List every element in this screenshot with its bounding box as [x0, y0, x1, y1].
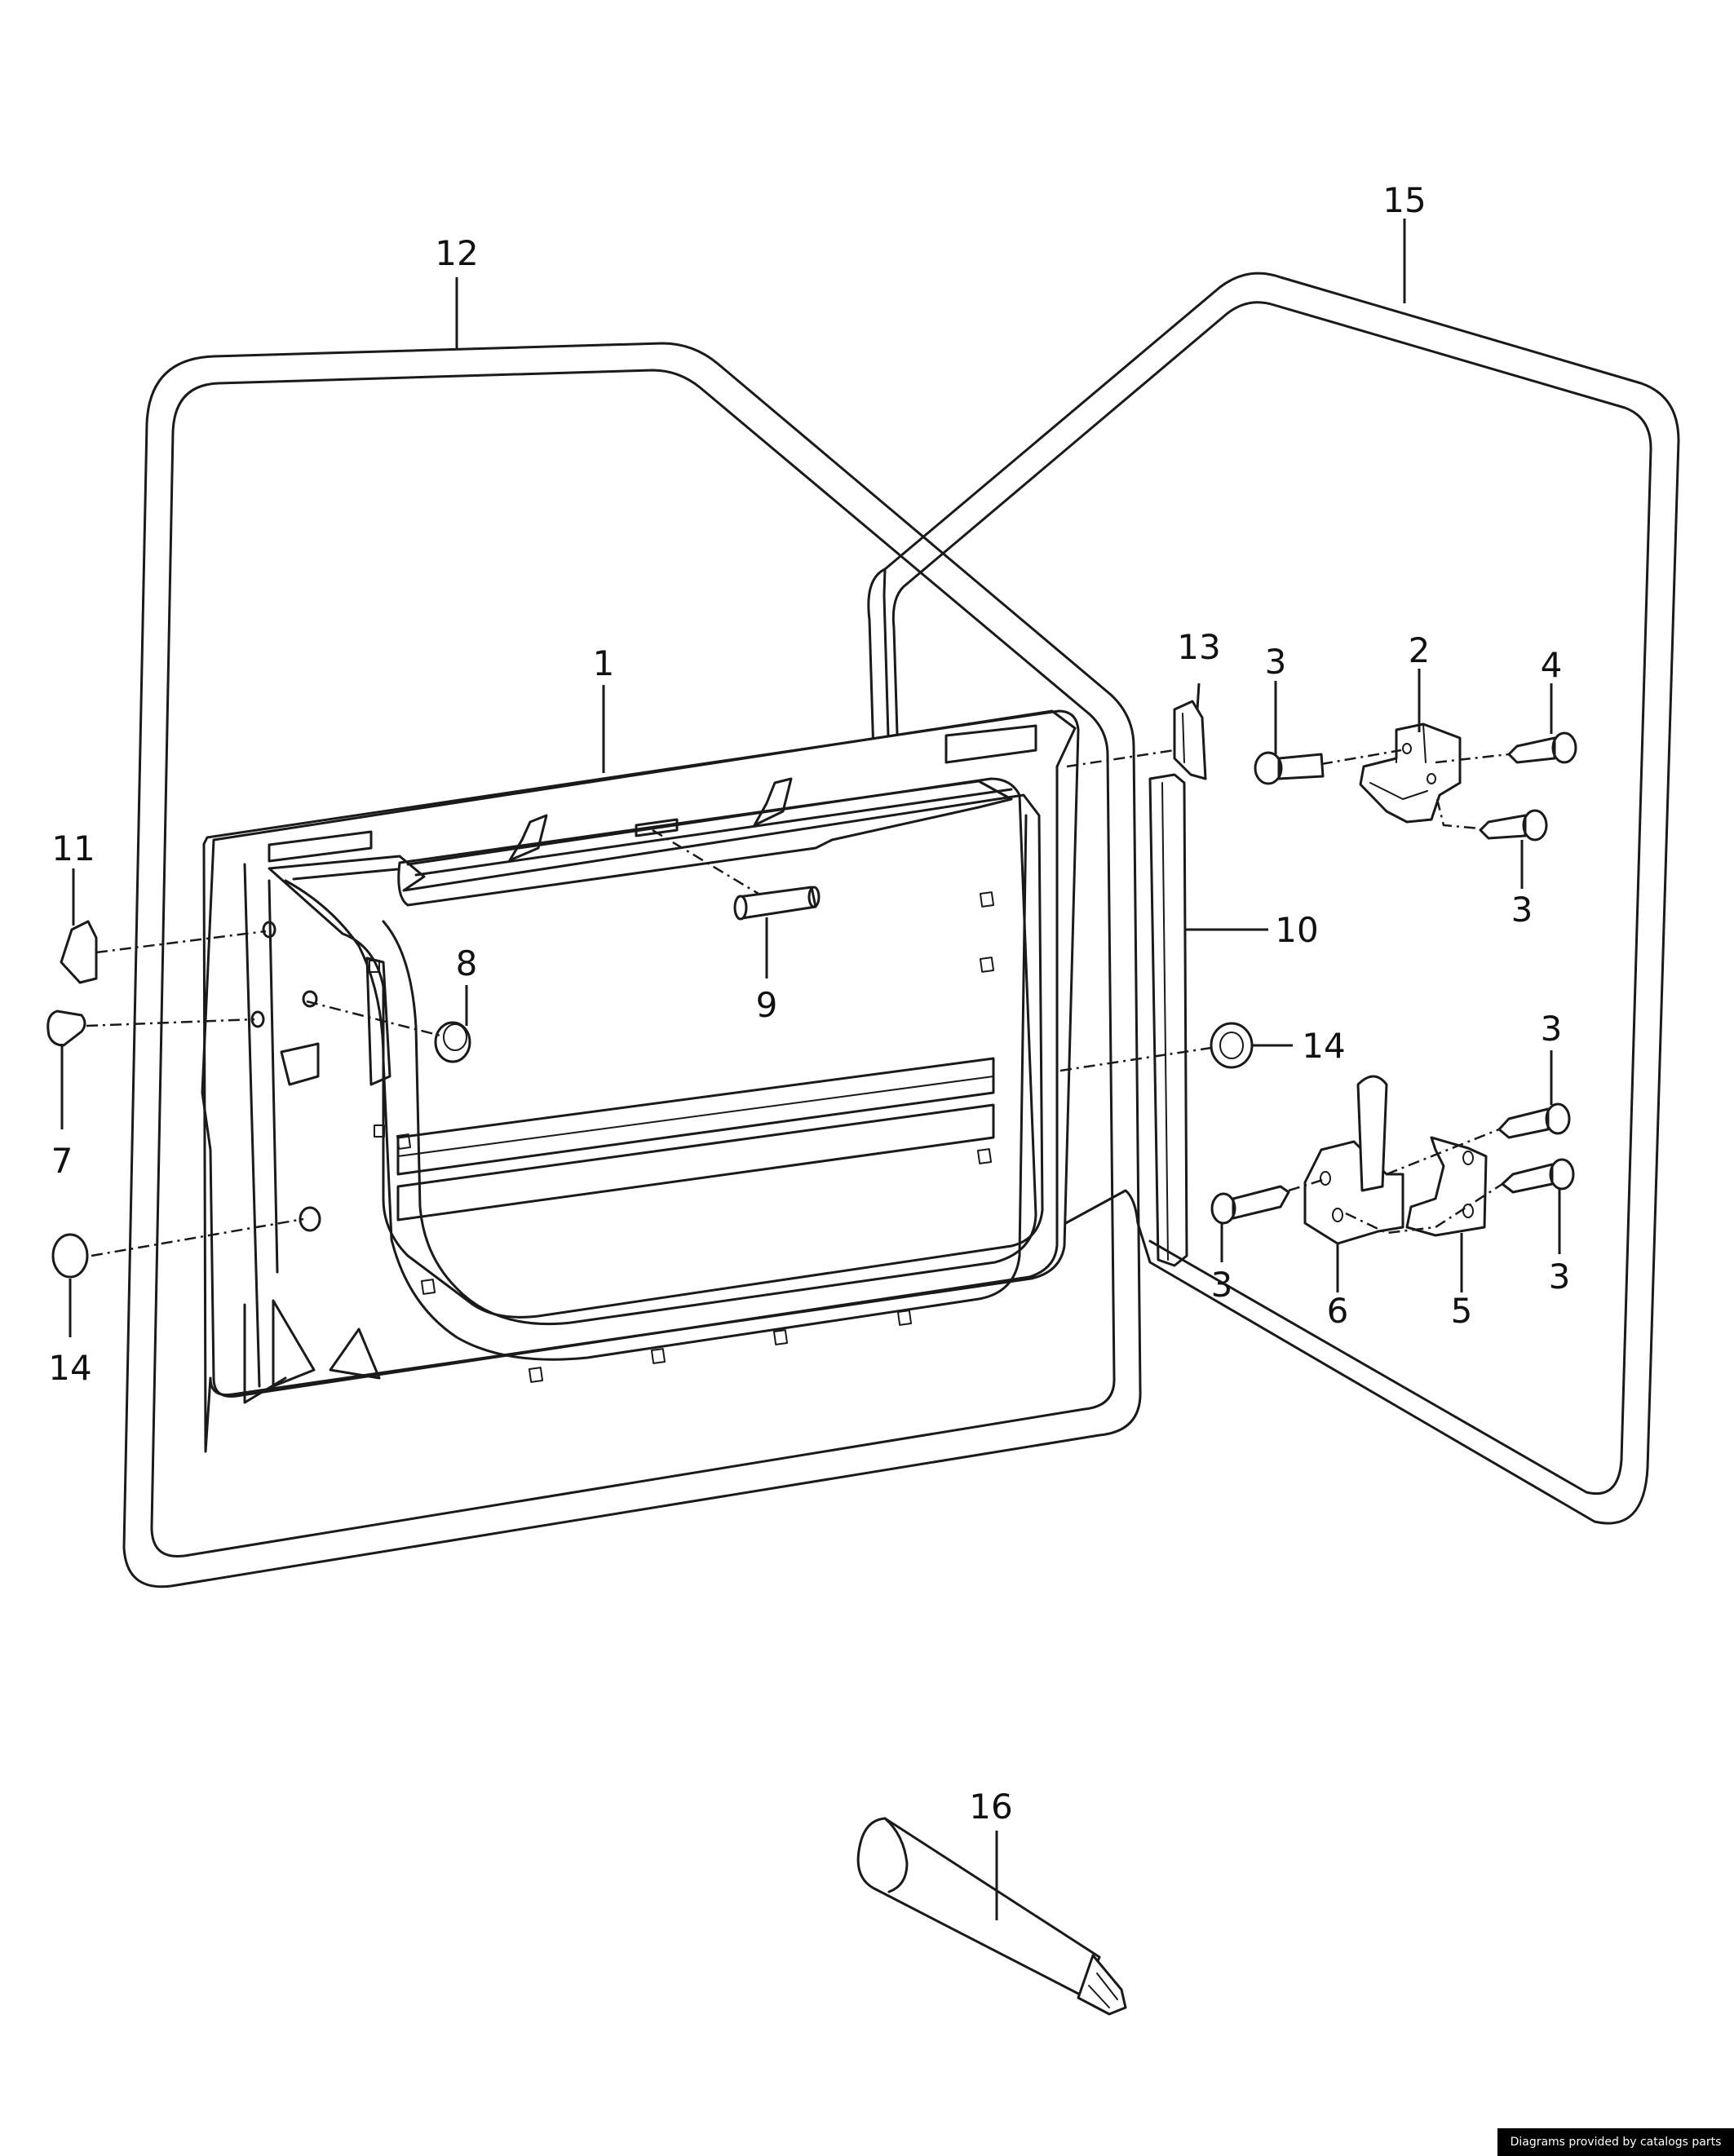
callout-3-bottom-right: 3	[1549, 1257, 1571, 1297]
callout-3-top-left: 3	[1265, 642, 1287, 682]
grommet-8	[434, 1021, 471, 1063]
door-seal-15	[867, 272, 1680, 1525]
callout-2: 2	[1409, 630, 1431, 670]
callout-11: 11	[51, 828, 95, 868]
callout-3-bottom-left: 3	[1211, 1265, 1233, 1305]
cap-14-left	[51, 1233, 89, 1279]
callout-3-top-right: 3	[1511, 890, 1533, 930]
callout-7: 7	[51, 1141, 73, 1181]
callout-3-mid-right: 3	[1541, 1009, 1563, 1049]
screw-3-top-right	[1479, 809, 1548, 842]
hinge-plate-5	[1405, 1136, 1488, 1237]
callout-1: 1	[593, 643, 615, 683]
callout-9: 9	[756, 985, 778, 1025]
screw-3-bottom-left	[1210, 1185, 1290, 1225]
screw-3-bottom-right	[1501, 1158, 1575, 1194]
callout-6: 6	[1327, 1291, 1349, 1331]
callout-16: 16	[969, 1787, 1012, 1827]
screw-3-top-left	[1254, 751, 1325, 785]
callout-5: 5	[1451, 1291, 1473, 1331]
plug-7	[46, 1010, 86, 1047]
screw-4	[1507, 731, 1577, 764]
grommet-14-right	[1210, 1022, 1254, 1069]
bracket-13	[1173, 700, 1207, 780]
callout-10: 10	[1275, 910, 1318, 950]
callout-12: 12	[435, 233, 478, 273]
callout-14-right: 14	[1302, 1026, 1345, 1066]
callout-labels: 12 15 1 13 3 2 4 3 11 8 9 10 7 14 3 14 3…	[48, 180, 1570, 1827]
callout-15: 15	[1382, 180, 1426, 220]
hinge-bracket-2	[1359, 722, 1462, 824]
cylinder-9	[733, 886, 821, 921]
screw-3-mid-right	[1497, 1102, 1571, 1139]
callout-4: 4	[1541, 645, 1563, 685]
diagram-credit: Diagrams provided by catalogs parts	[1497, 2128, 1734, 2156]
callout-13: 13	[1177, 627, 1220, 667]
grease-tube-16	[856, 1817, 1127, 2016]
seal-strip-10	[1148, 773, 1188, 1267]
callout-14-left: 14	[48, 1348, 91, 1388]
assembly-lines	[86, 749, 1510, 1257]
clip-11	[60, 920, 98, 984]
hinge-6	[1303, 1075, 1404, 1245]
callout-8: 8	[456, 943, 478, 983]
door-shell-1	[201, 709, 1080, 1453]
door-seal-12	[122, 342, 1142, 1588]
leader-lines	[60, 219, 1561, 1920]
